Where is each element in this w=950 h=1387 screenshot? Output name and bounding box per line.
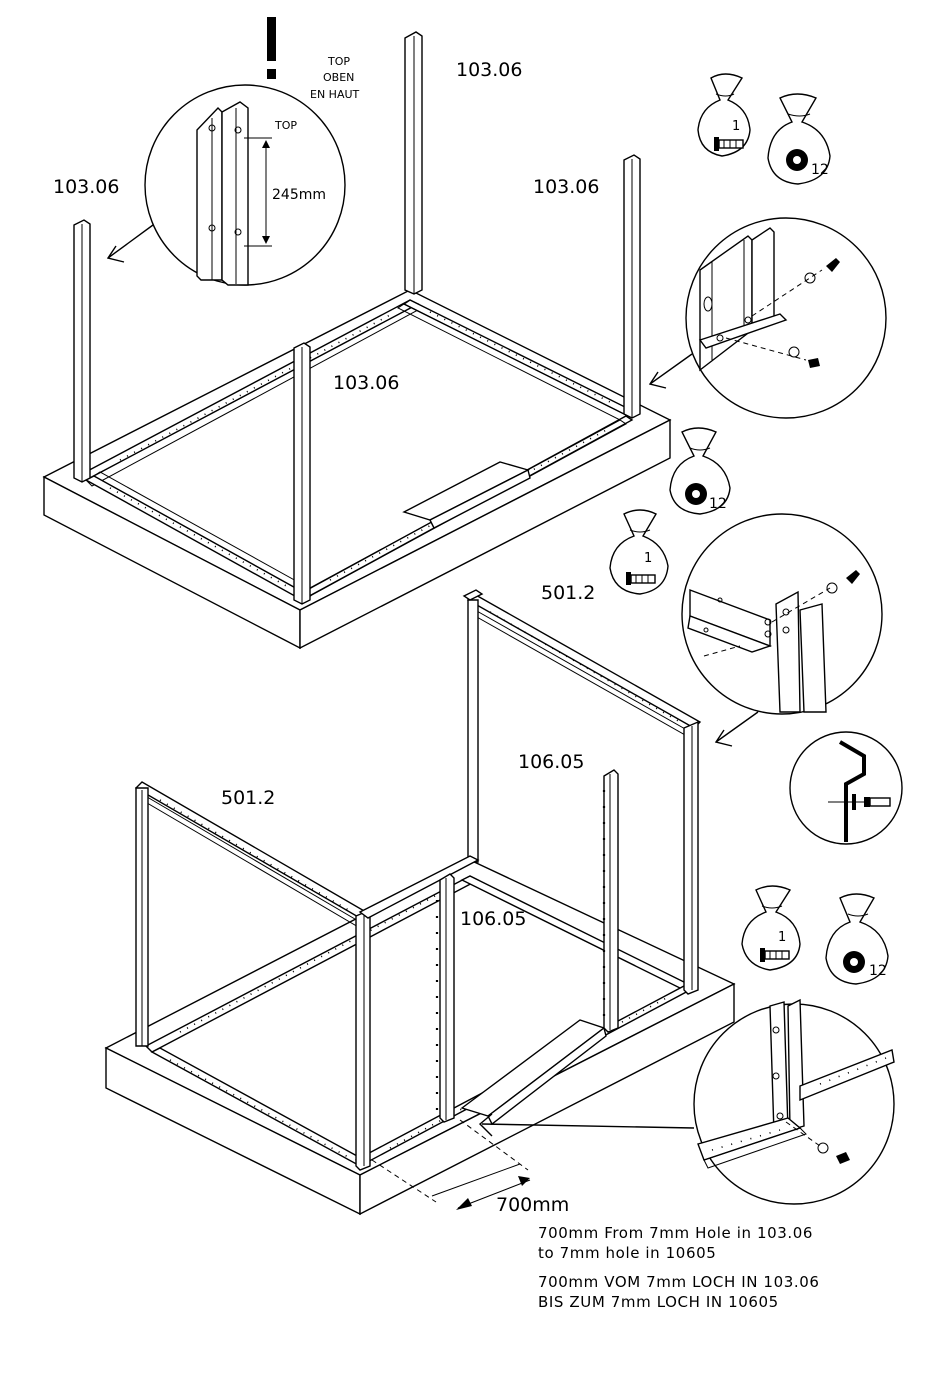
base-slab-step2 — [106, 860, 734, 1214]
note-de-line1: 700mm VOM 7mm LOCH IN 103.06 — [538, 1273, 820, 1291]
washer-icon — [786, 149, 808, 171]
step2-assembly: 1 — [106, 510, 902, 1311]
note-en-line2: to 7mm hole in 10605 — [538, 1244, 716, 1262]
bag-washer-count: 12 — [811, 162, 829, 178]
part-label-front-post: 103.06 — [333, 372, 399, 394]
top-label-fr: EN HAUT — [310, 88, 360, 101]
bag-screw-step1: 1 — [698, 74, 750, 156]
bag-washer-step2b: 12 — [826, 894, 888, 984]
top-label-en: TOP — [327, 55, 350, 68]
detail-circle-top-post: TOP 245mm — [145, 85, 345, 285]
bag3-washer-count: 12 — [869, 963, 887, 979]
part-label-right-post: 103.06 — [533, 176, 599, 198]
upright-label-front: 106.05 — [460, 908, 526, 930]
bag2-screw-count: 1 — [644, 551, 652, 566]
detail-measure-label: 245mm — [272, 187, 326, 203]
bag-screw-count: 1 — [732, 119, 740, 134]
panel-label-back: 501.2 — [541, 582, 595, 604]
bag-washer-step1: 12 — [768, 94, 830, 184]
part-label-left-post: 103.06 — [53, 176, 119, 198]
step1-assembly: 103.06 103.06 103.06 103.06 TOP OBEN EN … — [44, 17, 886, 648]
detail-circle-bolt-step2 — [682, 514, 882, 714]
dimension-label: 700mm — [496, 1194, 569, 1216]
bag3-screw-count: 1 — [778, 930, 786, 945]
bag-washer2-step1: 12 — [670, 428, 730, 514]
part-label-back-post: 103.06 — [456, 59, 522, 81]
bag-screw-step2b: 1 — [742, 886, 800, 970]
top-label-de: OBEN — [323, 71, 354, 84]
note-en-line1: 700mm From 7mm Hole in 103.06 — [538, 1224, 813, 1242]
detail-top-label: TOP — [274, 119, 297, 132]
warning-exclamation-icon — [267, 17, 276, 79]
bag2-washer-count: 12 — [709, 496, 727, 512]
note-de-line2: BIS ZUM 7mm LOCH IN 10605 — [538, 1293, 779, 1311]
bag-screw-step2: 1 — [610, 510, 668, 594]
detail-circle-bolt-step1 — [686, 218, 886, 418]
panel-label-left: 501.2 — [221, 787, 275, 809]
detail-circle-profile — [790, 732, 902, 844]
upright-label-back: 106.05 — [518, 751, 584, 773]
detail-circle-bottom-bolt — [694, 1000, 894, 1204]
